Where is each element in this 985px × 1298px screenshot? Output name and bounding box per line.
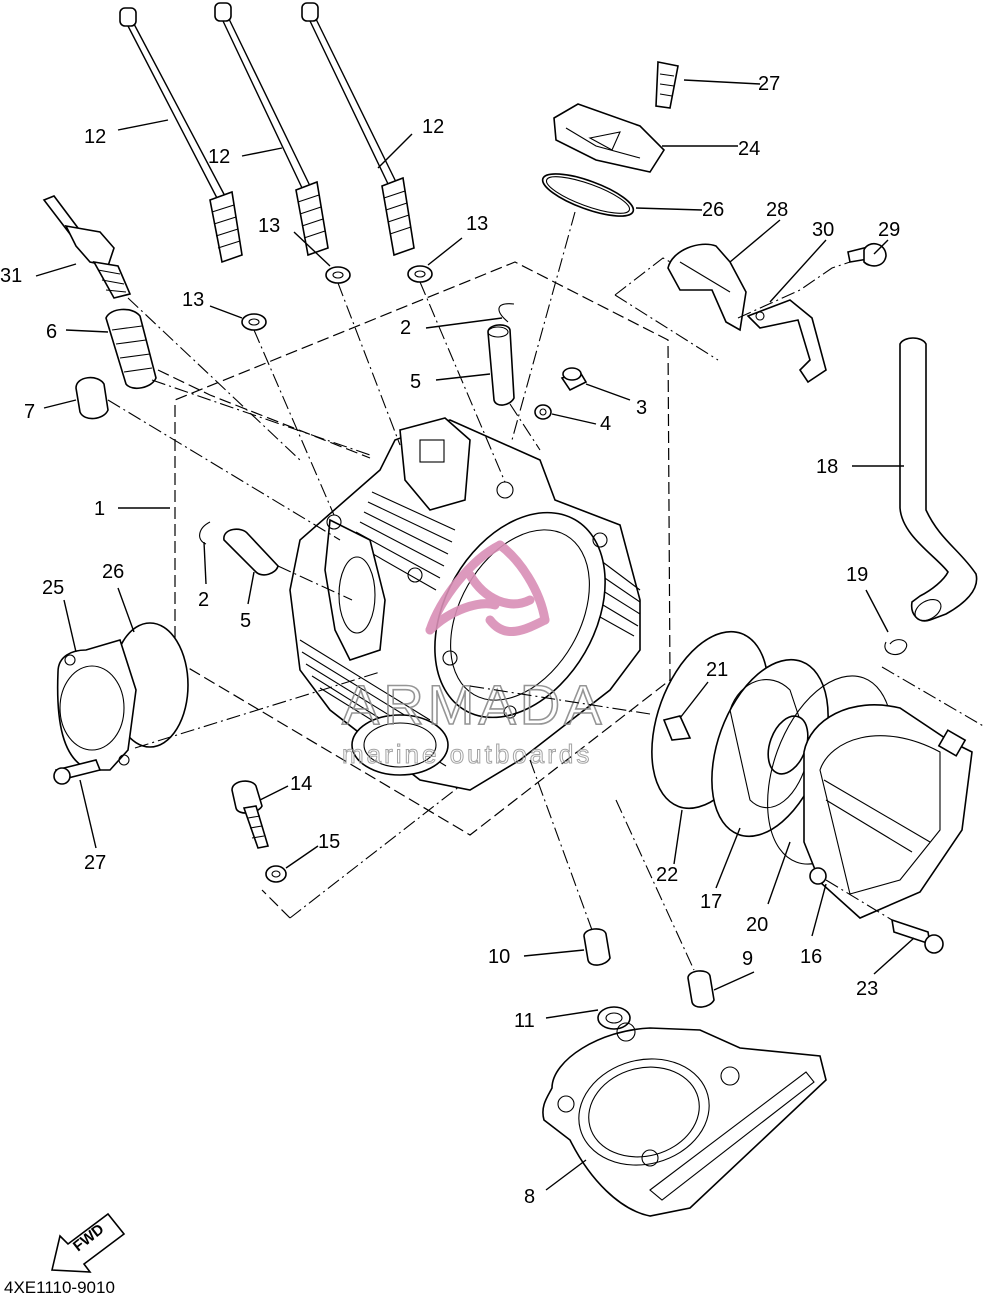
stud-bolt-12c [301,2,415,257]
callout-17: 17 [700,891,722,913]
callout-11: 11 [514,1010,535,1032]
watermark-logo [425,540,550,637]
callout-24: 24 [738,138,760,160]
part-code: 4XE1110-9010 [4,1278,115,1297]
callout-7: 7 [24,401,35,423]
callout-27b: 27 [84,852,106,874]
dowel-9 [687,970,715,1008]
callout-16: 16 [800,946,822,968]
callout-22: 22 [656,864,678,886]
callout-13a: 13 [258,215,280,237]
callout-12c: 12 [422,116,444,138]
callout-30: 30 [812,219,834,241]
washer-13b [325,266,351,284]
callout-4: 4 [600,413,611,435]
washer-13c [407,265,433,283]
callout-5a: 5 [410,371,421,393]
side-cover-25 [53,622,381,785]
callout-2a: 2 [400,317,411,339]
callout-26b: 26 [102,561,124,583]
cap-7 [75,376,341,541]
callout-19: 19 [846,564,868,586]
washer-4 [534,404,552,420]
breather-hose-18 [884,337,978,656]
dowel-10 [583,928,611,966]
rocker-cover-assembly [469,630,973,954]
callout-9: 9 [742,948,753,970]
tensioner-28-30 [667,243,887,384]
callout-13c: 13 [466,213,488,235]
callout-8: 8 [524,1186,535,1208]
fwd-arrow: FWD [51,1212,126,1273]
cover-16 [803,704,973,919]
callout-14: 14 [290,773,312,795]
callout-1: 1 [94,498,105,520]
valve-cover-24 [511,61,679,441]
callout-21: 21 [706,659,728,681]
bolt-14-washer-15 [231,780,287,883]
callout-31: 31 [0,265,22,287]
callout-15: 15 [318,831,340,853]
callout-6: 6 [46,321,57,343]
leader-lines [35,79,915,1191]
clip-2b [199,521,211,545]
washer-13a [241,313,267,331]
dowel-5a [487,324,515,406]
callout-28: 28 [766,199,788,221]
watermark: ARMADA marine outboards [341,540,606,770]
callout-26a: 26 [702,199,724,221]
callout-27a: 27 [758,73,780,95]
head-gasket-8 [542,1027,827,1217]
callout-2b: 2 [198,589,209,611]
watermark-brand: ARMADA [342,673,606,736]
callout-29: 29 [878,219,900,241]
washer-11 [597,1006,631,1030]
callout-23: 23 [856,978,878,1000]
watermark-tagline: marine outboards [342,739,592,769]
lower-parts [529,759,827,1217]
callout-25: 25 [42,577,64,599]
dowel-5b [223,528,279,576]
callout-10: 10 [488,946,510,968]
stud-bolt-12a [119,7,243,264]
o-ring-26a [541,173,635,217]
clip-2a [498,303,515,323]
bolt-21 [662,715,692,741]
spark-plug [42,195,301,461]
callout-3: 3 [636,397,647,419]
small-parts-upper [199,303,588,601]
callout-5b: 5 [240,610,251,632]
stud-bolts [119,2,506,516]
callout-12b: 12 [208,146,230,168]
callout-labels: 12 12 12 13 13 13 31 6 7 1 2 2 5 5 3 4 2… [0,73,900,1208]
callout-13b: 13 [182,289,204,311]
callout-12a: 12 [84,126,106,148]
callout-18: 18 [816,456,838,478]
callout-20: 20 [746,914,768,936]
valve-stem-seal-6 [105,308,371,456]
stud-bolt-12b [214,2,329,257]
